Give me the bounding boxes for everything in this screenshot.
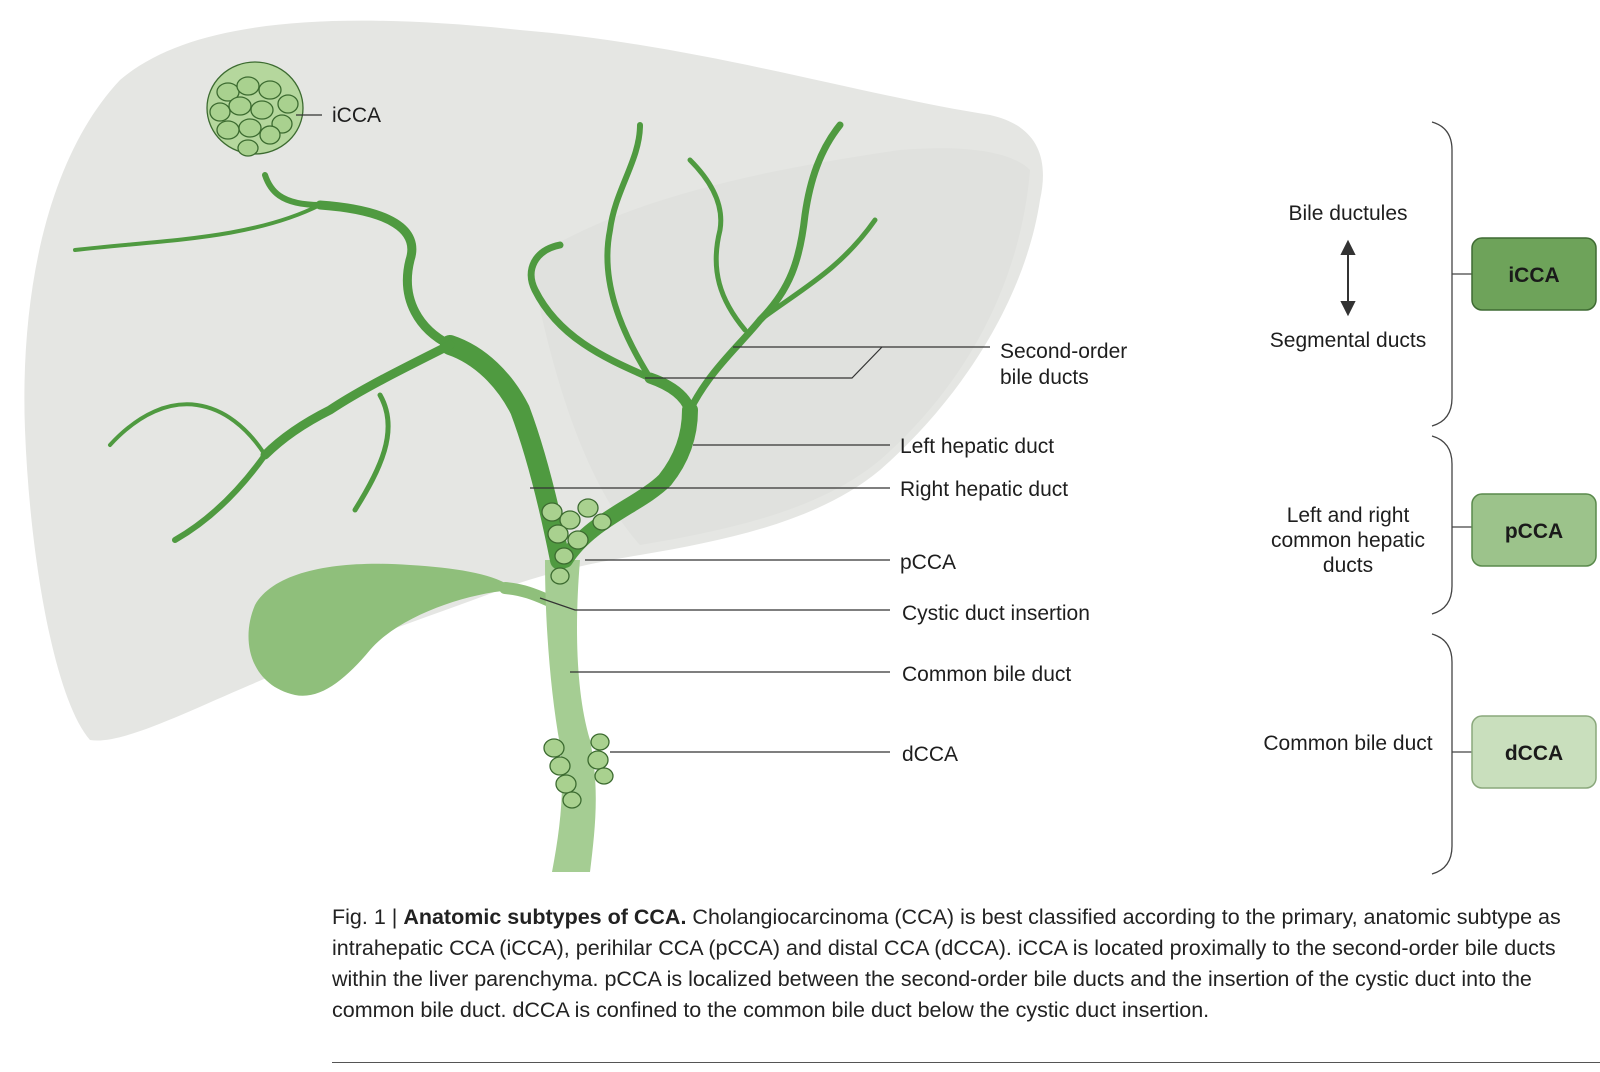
leader-lines [296, 114, 990, 753]
text-pcca-line-1: Left and right [1287, 504, 1410, 527]
caption-fig-number: Fig. 1 | [332, 905, 404, 929]
label-icca: iCCA [332, 104, 381, 127]
caption-body: Cholangiocarcinoma (CCA) is best classif… [332, 905, 1561, 1022]
label-right-hepatic-duct: Right hepatic duct [900, 478, 1068, 501]
label-dcca: dCCA [902, 743, 958, 766]
figure-caption: Fig. 1 | Anatomic subtypes of CCA. Chola… [332, 902, 1572, 1026]
gallbladder [248, 563, 515, 696]
icca-box-label: iCCA [1508, 264, 1559, 287]
label-cystic-duct-insertion: Cystic duct insertion [902, 602, 1090, 625]
cca-anatomy-diagram: iCCA Second-order bile ducts Left hepati… [24, 20, 1597, 875]
pcca-box [1471, 493, 1597, 567]
text-bile-ductules: Bile ductules [1288, 202, 1407, 225]
dcca-box-label: dCCA [1505, 742, 1563, 765]
icca-tumor [206, 61, 304, 157]
label-left-hepatic-duct: Left hepatic duct [900, 435, 1054, 458]
dcca-box [1471, 715, 1597, 789]
text-common-bile-duct: Common bile duct [1263, 732, 1432, 755]
classification-brackets [1431, 121, 1472, 875]
text-pcca-line-3: ducts [1323, 554, 1373, 577]
text-segmental-ducts: Segmental ducts [1270, 329, 1426, 352]
icca-box [1471, 237, 1597, 311]
double-arrow-icon [1340, 239, 1356, 317]
label-second-order-2: bile ducts [1000, 366, 1089, 389]
label-common-bile-duct: Common bile duct [902, 663, 1071, 686]
left-hepatic-duct-tree [527, 121, 878, 568]
label-pcca: pCCA [900, 551, 956, 574]
common-bile-duct [545, 560, 596, 872]
pcca-box-label: pCCA [1505, 520, 1563, 543]
label-second-order-1: Second-order [1000, 340, 1127, 363]
pcca-tumor [541, 498, 612, 585]
dcca-tumor [543, 733, 614, 809]
text-pcca-line-2: common hepatic [1271, 529, 1425, 552]
caption-rule [332, 1062, 1600, 1063]
caption-title: Anatomic subtypes of CCA. [403, 905, 687, 929]
